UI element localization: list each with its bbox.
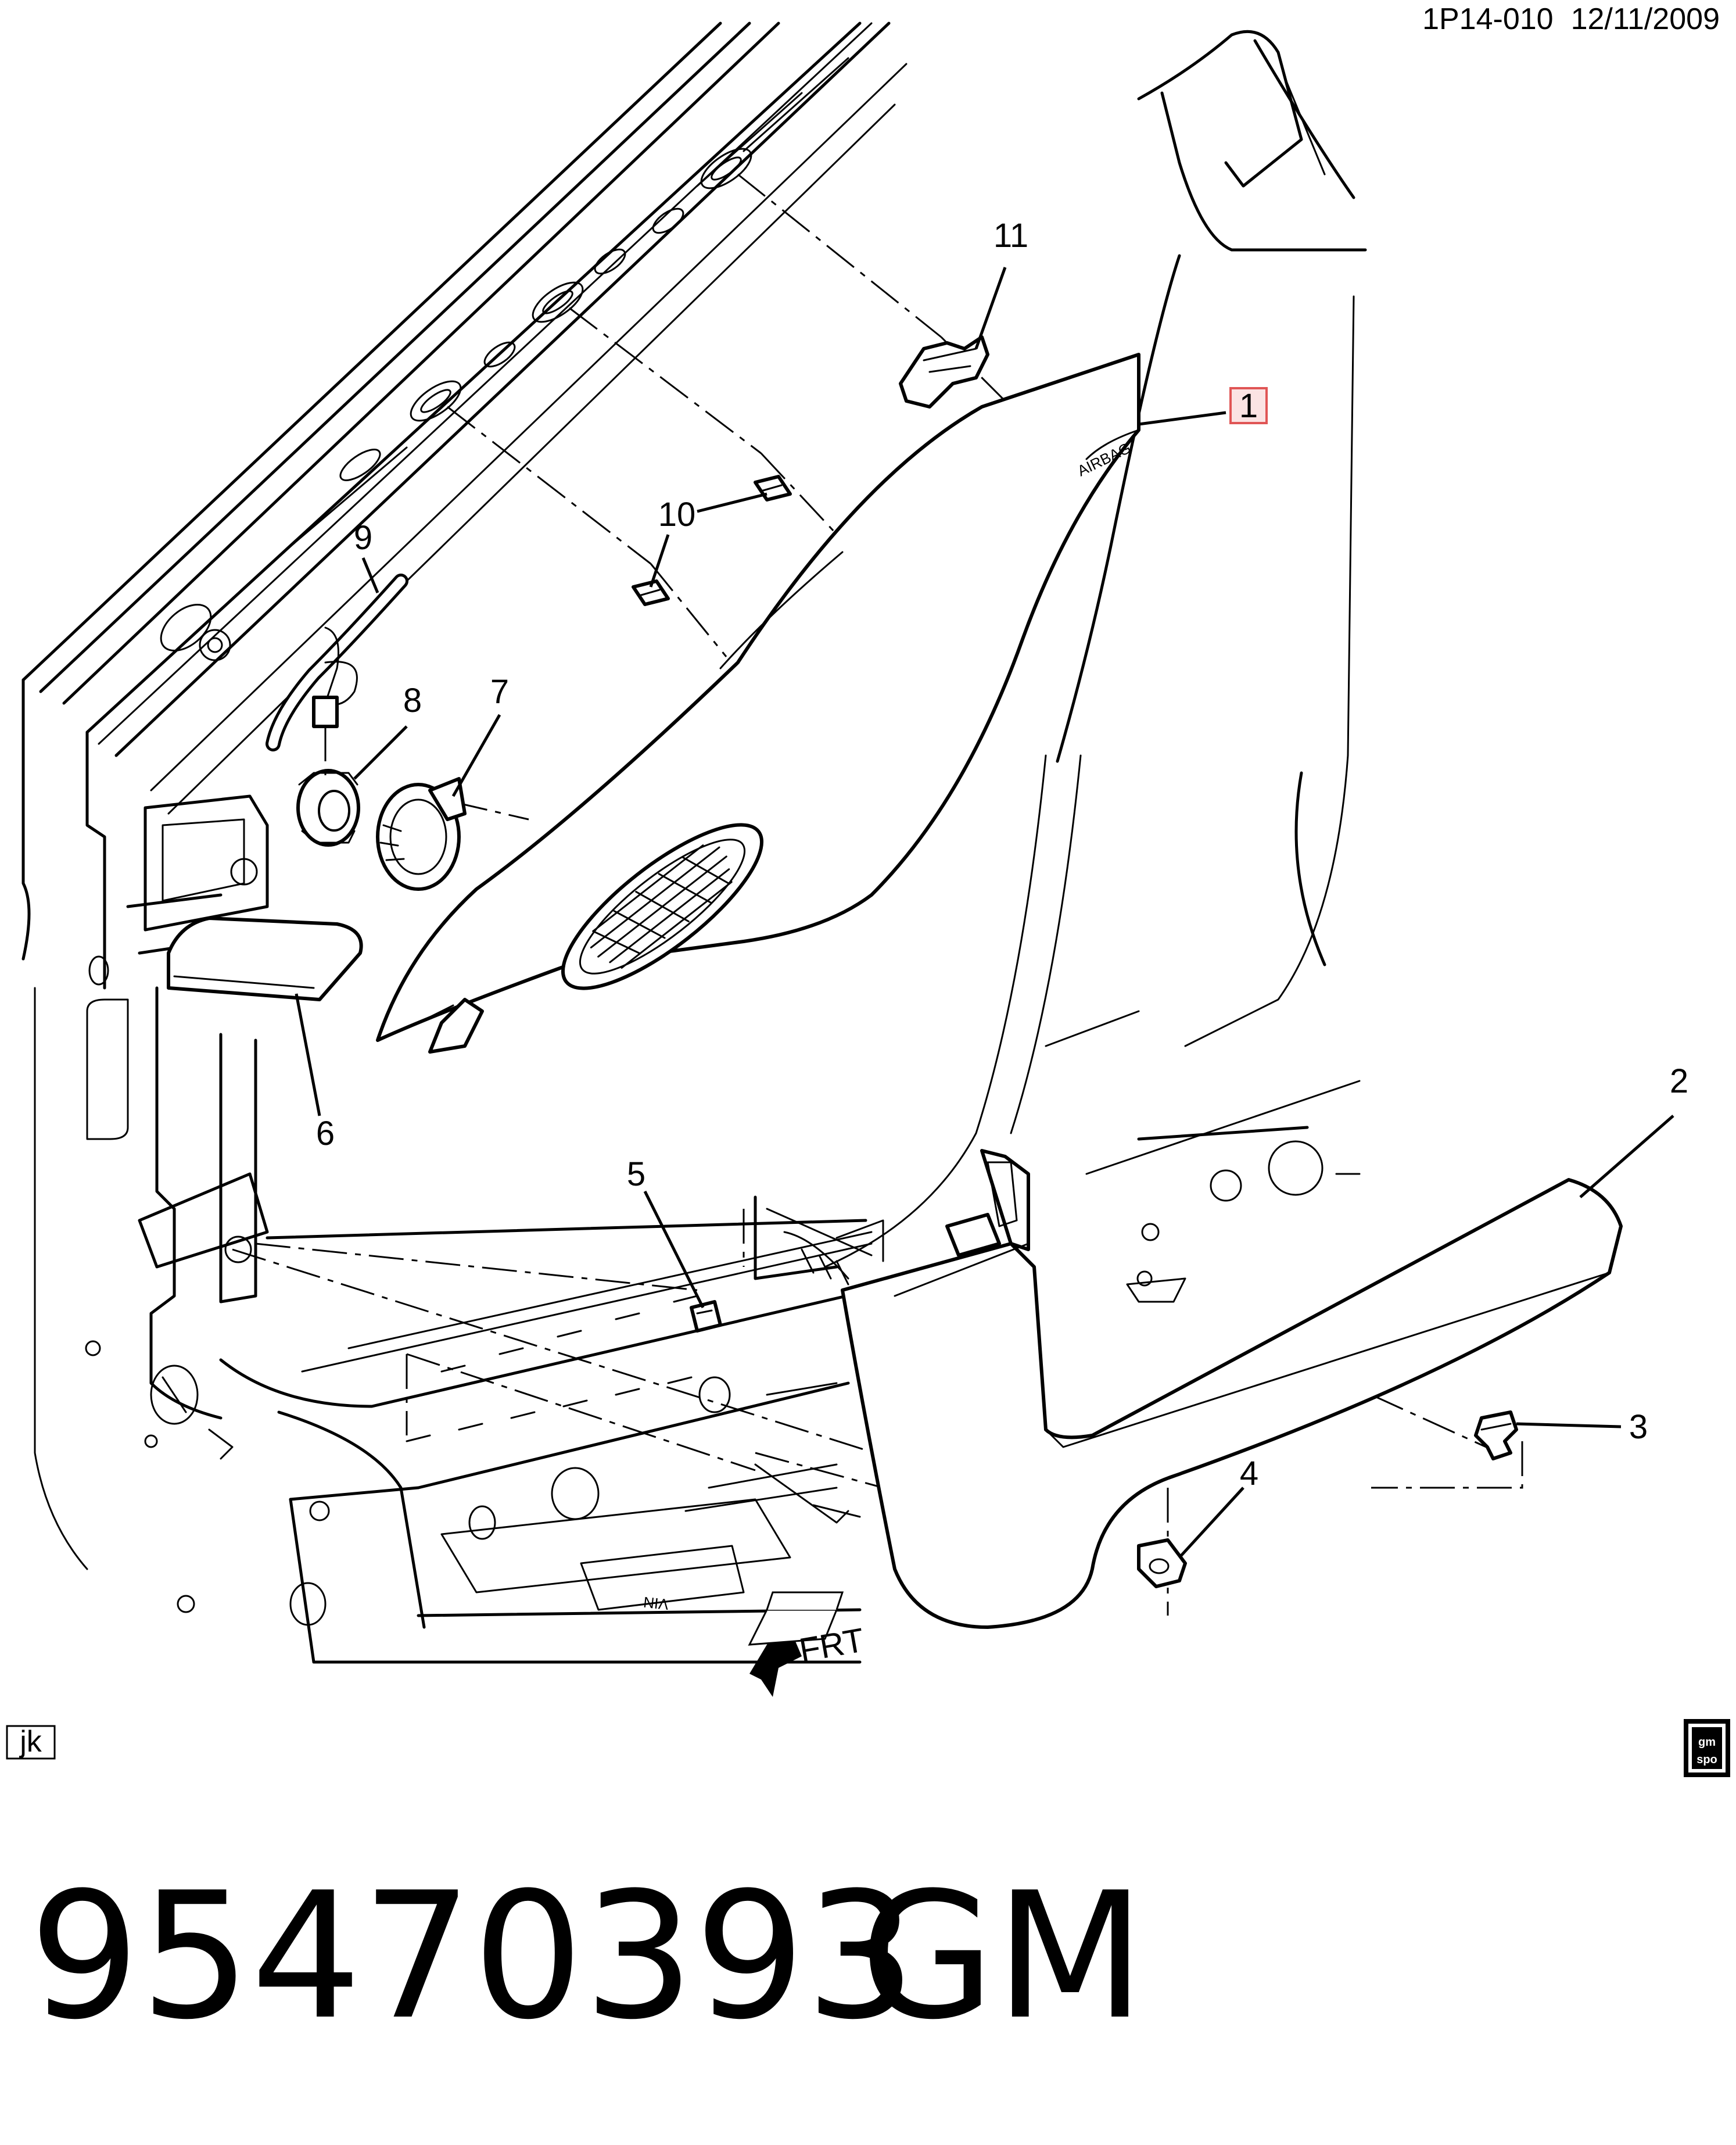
part-11-trim-clip[interactable] — [899, 335, 989, 409]
part-2-sill-trim-plate[interactable] — [841, 1149, 1623, 1629]
callout-3[interactable]: 3 — [1629, 1408, 1648, 1446]
part-3-push-retainer[interactable] — [1474, 1410, 1518, 1460]
part-number: 95470393 — [29, 1855, 916, 2058]
part-5-clip[interactable] — [690, 1300, 722, 1333]
part-9-hose[interactable] — [266, 574, 408, 779]
author-initials: jk — [19, 1725, 42, 1759]
logo-spo: spo — [1696, 1753, 1717, 1766]
brand-label: GM — [860, 1855, 1145, 2058]
vin-label: VIN — [643, 1593, 669, 1613]
header-info: 1P14-010 12/11/2009 — [1422, 2, 1720, 36]
leader-lines — [295, 267, 1674, 1559]
part-6-pillar-filler[interactable] — [167, 916, 363, 1001]
callout-7[interactable]: 7 — [490, 673, 509, 711]
part-10-trim-clips[interactable] — [632, 475, 792, 606]
diagram-code: 1P14-010 — [1422, 2, 1554, 36]
callout-10[interactable]: 10 — [658, 496, 696, 533]
callout-9[interactable]: 9 — [354, 519, 372, 557]
callout-1-highlight — [1229, 387, 1268, 424]
part-7-grommet[interactable] — [376, 777, 467, 891]
callout-8[interactable]: 8 — [403, 682, 422, 719]
part-4-retainer-clip[interactable] — [1137, 1538, 1187, 1588]
body-structure-drawing — [21, 22, 1523, 1664]
gm-spo-logo: gm spo — [1684, 1719, 1730, 1777]
callout-5[interactable]: 5 — [627, 1155, 645, 1193]
callout-11[interactable]: 11 — [993, 217, 1028, 255]
initials-box — [6, 1725, 56, 1760]
callout-6[interactable]: 6 — [316, 1115, 335, 1152]
front-arrow-icon: FRT — [748, 1591, 867, 1697]
callout-4[interactable]: 4 — [1240, 1455, 1258, 1492]
logo-gm: gm — [1698, 1736, 1716, 1749]
callout-2[interactable]: 2 — [1670, 1062, 1688, 1100]
part-8-connector-seal[interactable] — [296, 769, 360, 847]
diagram-date: 12/11/2009 — [1571, 2, 1720, 36]
callout-1[interactable]: 1 — [1239, 387, 1258, 425]
callouts: 1 2 3 4 5 6 7 8 9 10 11 — [316, 217, 1688, 1492]
